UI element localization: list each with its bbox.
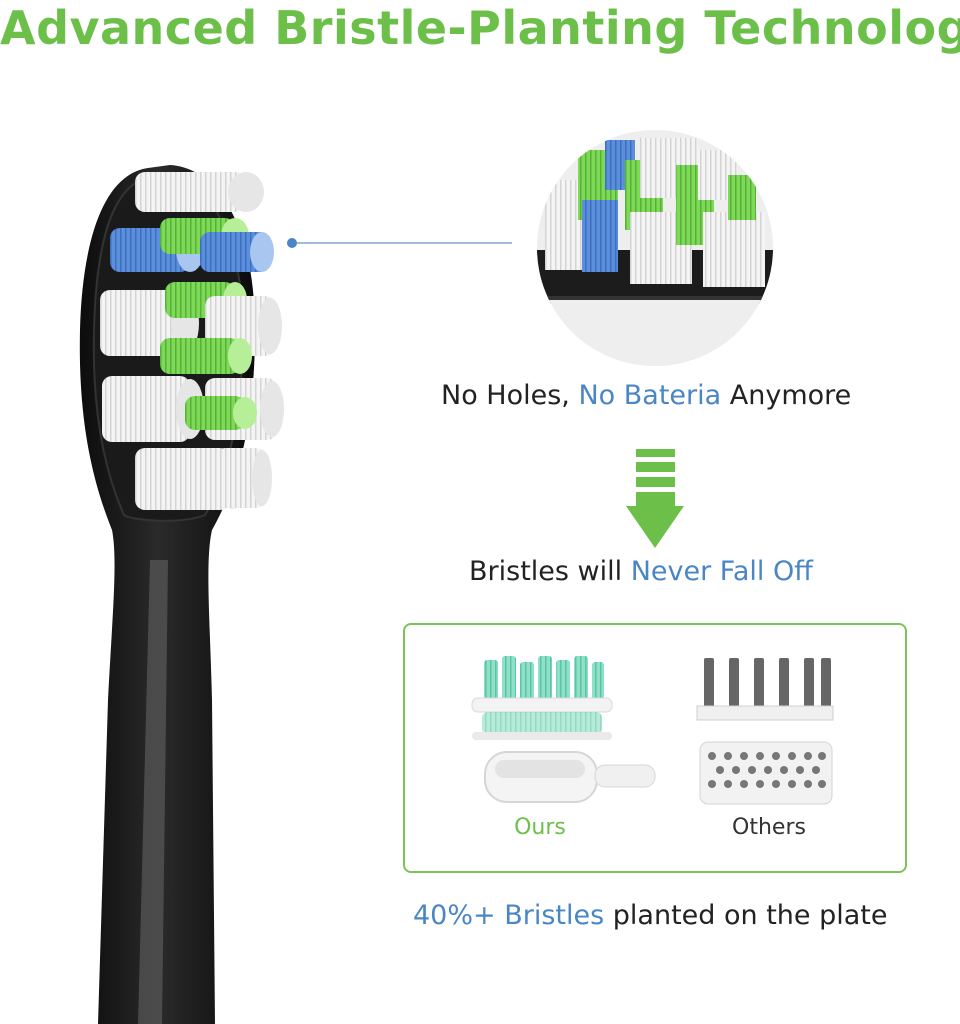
down-arrow-icon <box>626 449 684 548</box>
ours-label: Ours <box>514 815 566 840</box>
others-brush-illustration <box>696 658 834 805</box>
caption-text: Bristles will <box>469 556 631 587</box>
page-title: Advanced Bristle-Planting Technology <box>0 1 960 55</box>
caption-text: No Holes, <box>441 380 579 411</box>
no-holes-caption: No Holes, No Bateria Anymore <box>441 380 851 411</box>
never-fall-off-caption: Bristles will Never Fall Off <box>469 556 813 587</box>
ours-brush-illustration <box>471 656 656 803</box>
caption-text: Anymore <box>721 380 852 411</box>
bristle-tufts <box>100 172 284 510</box>
caption-highlight: 40%+ Bristles <box>413 900 605 931</box>
caption-highlight: No Bateria <box>578 380 722 411</box>
caption-highlight: Never Fall Off <box>630 556 813 587</box>
caption-text: planted on the plate <box>604 900 888 931</box>
callout-pointer <box>287 238 512 248</box>
planted-caption: 40%+ Bristles planted on the plate <box>413 900 887 931</box>
comparison-box <box>403 623 907 873</box>
others-label: Others <box>732 815 806 840</box>
zoom-circle <box>537 130 773 366</box>
